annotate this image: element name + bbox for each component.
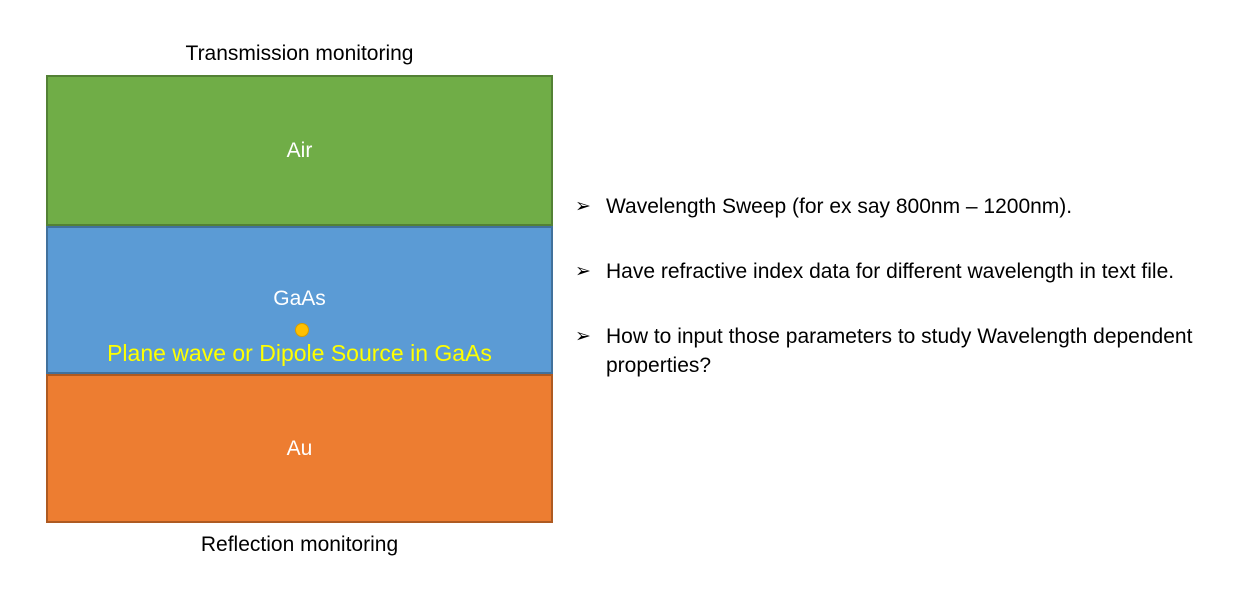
layer-au: Au — [46, 374, 553, 523]
transmission-monitoring-label: Transmission monitoring — [185, 42, 414, 65]
source-label: Plane wave or Dipole Source in GaAs — [107, 340, 492, 366]
note-text: How to input those parameters to study W… — [606, 325, 1193, 377]
note-item-wavelength-sweep: ➢ Wavelength Sweep (for ex say 800nm – 1… — [575, 192, 1235, 221]
layer-gaas: GaAs Plane wave or Dipole Source in GaAs — [46, 226, 553, 374]
note-text: Wavelength Sweep (for ex say 800nm – 120… — [606, 195, 1073, 218]
notes-list: ➢ Wavelength Sweep (for ex say 800nm – 1… — [575, 192, 1235, 416]
note-item-input-parameters: ➢ How to input those parameters to study… — [575, 322, 1235, 380]
note-text: Have refractive index data for different… — [606, 260, 1175, 283]
layer-gaas-label: GaAs — [273, 287, 326, 310]
reflection-monitoring-label: Reflection monitoring — [200, 533, 399, 556]
note-item-refractive-index: ➢ Have refractive index data for differe… — [575, 257, 1235, 286]
layer-air: Air — [46, 75, 553, 226]
arrow-bullet-icon: ➢ — [575, 261, 591, 282]
arrow-bullet-icon: ➢ — [575, 326, 591, 347]
layer-au-label: Au — [286, 436, 313, 460]
source-dot-icon — [294, 323, 309, 337]
layer-air-label: Air — [286, 138, 313, 162]
arrow-bullet-icon: ➢ — [575, 196, 591, 217]
